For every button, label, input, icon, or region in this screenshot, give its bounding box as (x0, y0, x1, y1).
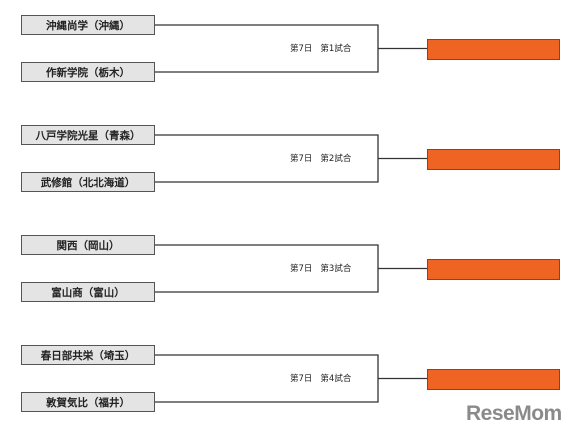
match-game: 第3試合 (320, 264, 352, 274)
bracket-connector-match-3 (155, 244, 427, 293)
match-label-2: 第7日 第2試合 (290, 152, 368, 164)
match-day: 第7日 (290, 264, 313, 274)
team-top-match-4: 春日部共栄（埼玉） (21, 345, 155, 365)
result-box-match-4 (427, 369, 560, 390)
match-label-4: 第7日 第4試合 (290, 372, 368, 384)
resemom-logo: ReseMom (466, 402, 562, 425)
team-top-match-3: 関西（岡山） (21, 235, 155, 255)
result-box-match-1 (427, 39, 560, 60)
team-bottom-match-4: 敦賀気比（福井） (21, 392, 155, 412)
team-top-match-1: 沖縄尚学（沖縄） (21, 15, 155, 35)
match-day: 第7日 (290, 154, 313, 164)
match-day: 第7日 (290, 44, 313, 54)
result-box-match-3 (427, 259, 560, 280)
bracket-connector-match-2 (155, 134, 427, 183)
match-label-3: 第7日 第3試合 (290, 262, 368, 274)
match-game: 第2試合 (320, 154, 352, 164)
team-bottom-match-1: 作新学院（栃木） (21, 62, 155, 82)
team-bottom-match-3: 富山商（富山） (21, 282, 155, 302)
bracket-connector-match-1 (155, 24, 427, 73)
match-game: 第1試合 (320, 44, 352, 54)
team-top-match-2: 八戸学院光星（青森） (21, 125, 155, 145)
match-day: 第7日 (290, 374, 313, 384)
match-game: 第4試合 (320, 374, 352, 384)
match-label-1: 第7日 第1試合 (290, 42, 368, 54)
bracket-connector-match-4 (155, 354, 427, 403)
result-box-match-2 (427, 149, 560, 170)
team-bottom-match-2: 武修館（北北海道） (21, 172, 155, 192)
